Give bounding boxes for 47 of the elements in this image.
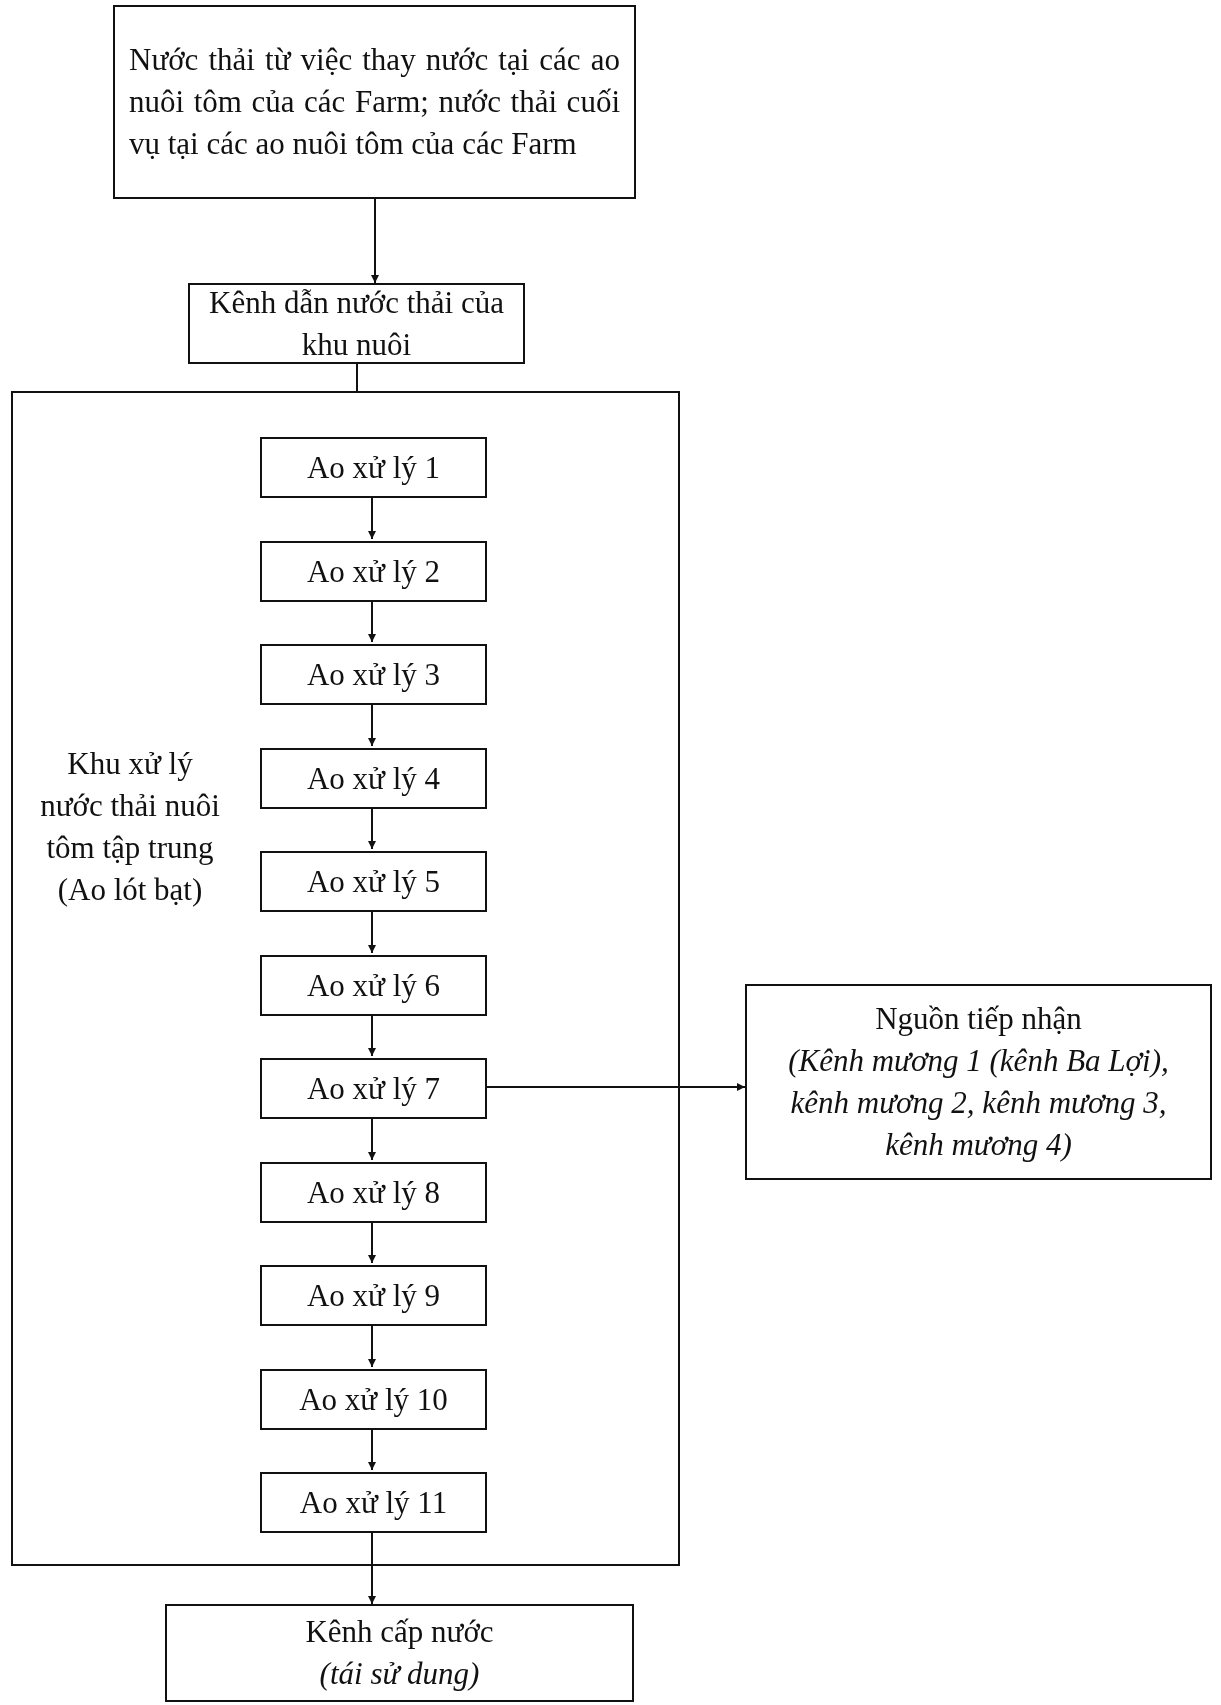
process-box [260, 1058, 487, 1119]
box-label: Nước thải từ việc thay nước tại các ao nuôi tôm của các Farm; nước thải cuối vụ tại các ao nuôi tôm của các Farm [129, 41, 620, 163]
zone-box [11, 391, 680, 1566]
box-label: Ao xử lý 9 [305, 1276, 442, 1315]
process-box [260, 644, 487, 705]
process-box [260, 851, 487, 912]
box-label: Kênh dẫn nước thải của khu nuôi [208, 283, 505, 364]
box-note: (tái sử dung) [318, 1655, 481, 1693]
box-label: Ao xử lý 5 [305, 862, 442, 901]
box-label: Kênh cấp nước [304, 1613, 495, 1652]
process-box [260, 541, 487, 602]
arrow [368, 1116, 376, 1161]
arrow [484, 1083, 746, 1091]
arrow [368, 702, 376, 747]
arrow [368, 1530, 376, 1605]
process-box [260, 748, 487, 809]
box-label: Ao xử lý 4 [305, 759, 442, 798]
process-box [745, 984, 1212, 1180]
connector-line [356, 363, 358, 392]
arrow [368, 1323, 376, 1368]
arrow [368, 1220, 376, 1264]
arrow [368, 909, 376, 954]
box-label: Ao xử lý 3 [305, 655, 442, 694]
zone-label: Khu xử lý nước thải nuôi tôm tập trung (Ao lót bạt) [39, 745, 221, 909]
process-box [260, 1369, 487, 1430]
box-label: Ao xử lý 11 [298, 1483, 449, 1522]
box-label: Nguồn tiếp nhận [874, 1000, 1083, 1039]
process-box [260, 955, 487, 1016]
arrow [368, 1427, 376, 1471]
arrow [368, 495, 376, 540]
arrow [368, 1013, 376, 1057]
box-label: Ao xử lý 2 [305, 552, 442, 591]
arrow [368, 599, 376, 643]
process-box [260, 437, 487, 498]
box-label: Ao xử lý 10 [298, 1380, 449, 1419]
box-label: Ao xử lý 1 [305, 448, 442, 487]
box-label: Ao xử lý 8 [305, 1173, 442, 1212]
box-label: Ao xử lý 6 [305, 966, 442, 1005]
process-box [260, 1162, 487, 1223]
arrow [368, 806, 376, 850]
arrow [371, 198, 379, 284]
process-box [260, 1472, 487, 1533]
process-box [260, 1265, 487, 1326]
box-label: Ao xử lý 7 [305, 1069, 442, 1108]
process-box [165, 1604, 634, 1702]
box-note: (Kênh mương 1 (kênh Ba Lợi), kênh mương 2, kênh mương 3, kênh mương 4) [787, 1042, 1170, 1164]
process-box [113, 5, 636, 199]
